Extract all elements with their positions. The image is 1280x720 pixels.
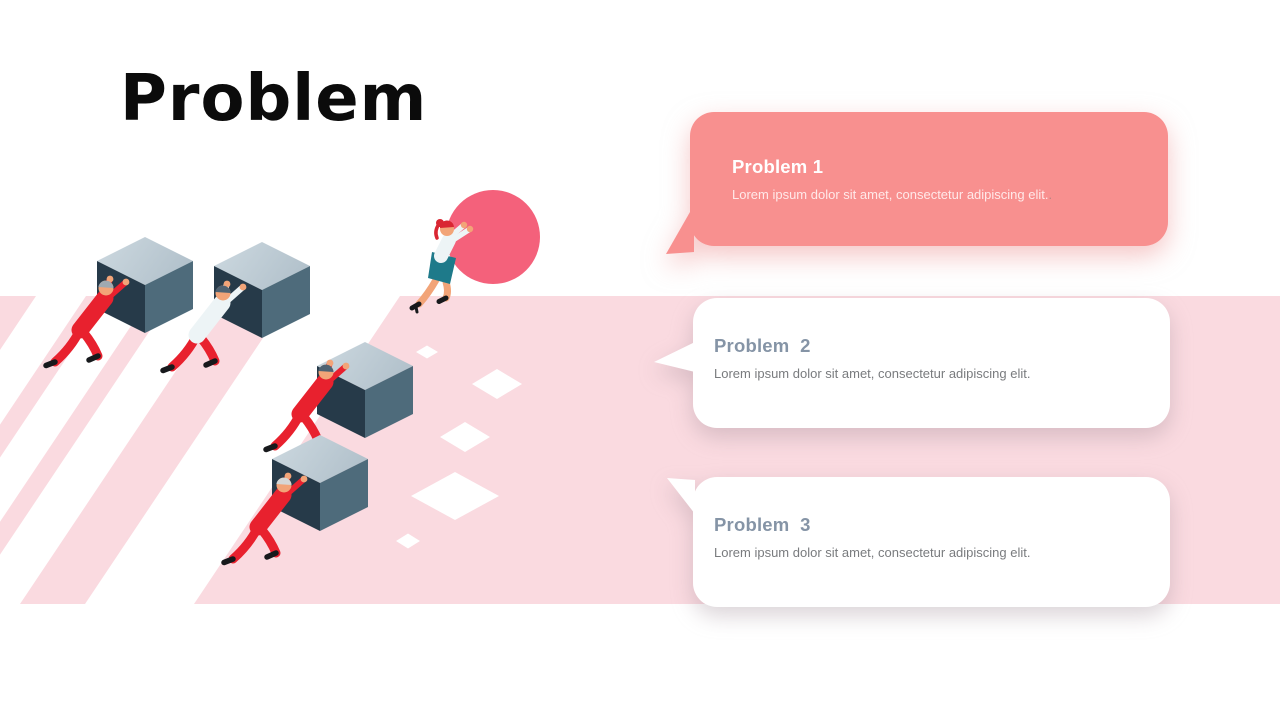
card-3-text: Lorem ipsum dolor sit amet, consectetur … — [714, 545, 1031, 561]
striped-lanes — [0, 296, 400, 604]
card-2-body: Problem 2 Lorem ipsum dolor sit amet, co… — [693, 298, 1170, 428]
pink-ball — [446, 190, 540, 284]
card-1-body: Problem 1 Lorem ipsum dolor sit amet, co… — [690, 112, 1168, 246]
page-title: Problem — [120, 62, 428, 136]
problem-card-2: Problem 2 Lorem ipsum dolor sit amet, co… — [650, 298, 1172, 430]
card-2-text: Lorem ipsum dolor sit amet, consectetur … — [714, 366, 1031, 382]
card-1-text: Lorem ipsum dolor sit amet, consectetur … — [690, 177, 1168, 203]
cube-4 — [272, 435, 368, 531]
cube-1 — [97, 237, 193, 333]
card-2-tail — [654, 342, 695, 372]
card-2-title: Problem 2 — [714, 335, 811, 356]
ball-woman — [409, 219, 474, 314]
cube-2 — [214, 242, 310, 338]
card-3-title: Problem 3 — [714, 514, 811, 535]
card-1-text-main: Lorem ipsum dolor sit amet, consectetur … — [732, 187, 1049, 203]
card-3-body: Problem 3 Lorem ipsum dolor sit amet, co… — [693, 477, 1170, 607]
problem-card-1: Problem 1 Lorem ipsum dolor sit amet, co… — [664, 112, 1170, 262]
card-1-title: Problem 1 — [732, 156, 824, 177]
card-3-tail — [667, 478, 695, 514]
problem-card-3: Problem 3 Lorem ipsum dolor sit amet, co… — [658, 472, 1172, 610]
card-1-tail — [666, 205, 694, 254]
floor-diamonds — [396, 345, 522, 549]
card-1-text-suffix: . — [1048, 187, 1053, 203]
